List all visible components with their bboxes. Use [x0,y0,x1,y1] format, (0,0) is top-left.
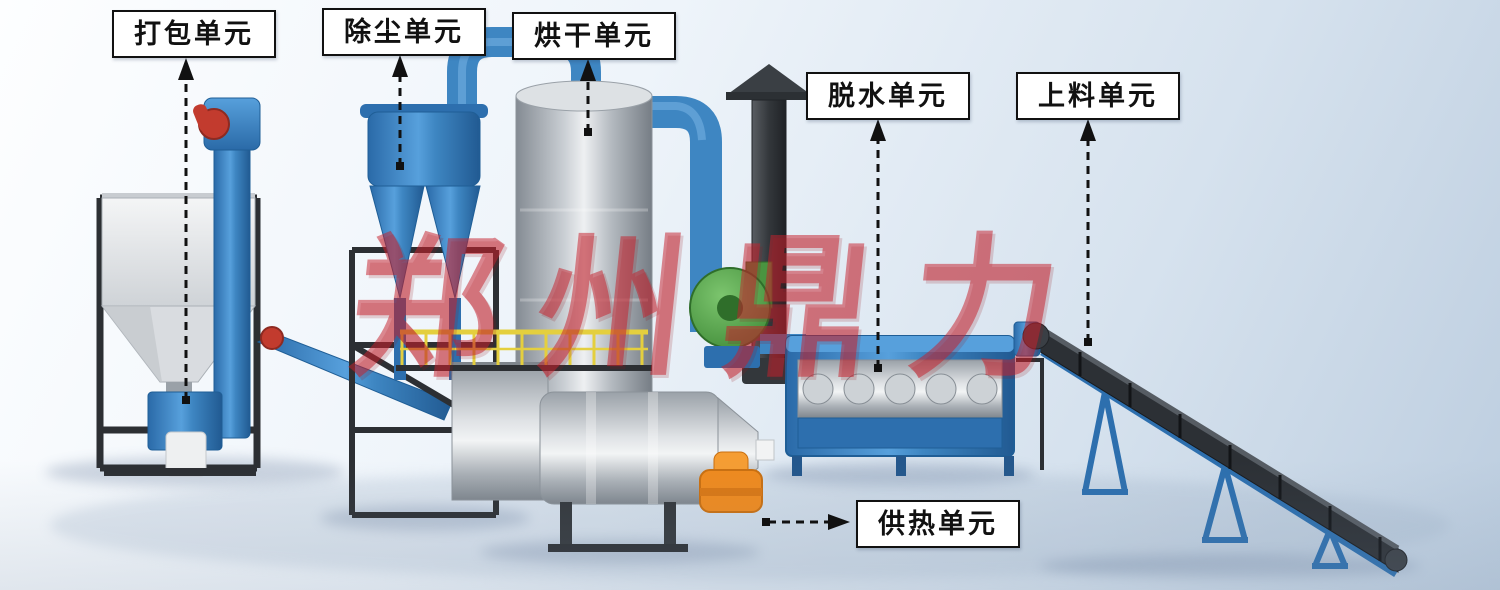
label-dewatering-unit: 脱水单元 [806,72,970,120]
feeding-conveyor-machine [1013,321,1420,578]
arrowhead-feeding [1080,119,1096,141]
floor-shadow [50,470,1450,580]
arrow-dot-drying [584,128,592,136]
arrow-dot-feeding [1084,338,1092,346]
arrow-dot-dust [396,162,404,170]
arrowhead-heating [828,514,850,530]
label-feeding-unit: 上料单元 [1016,72,1180,120]
arrowhead-drying [580,59,596,81]
label-drying-unit: 烘干单元 [512,12,676,60]
heating-unit-burner [699,451,763,513]
arrowhead-dust [392,55,408,77]
arrowhead-dewatering [870,119,886,141]
label-packing-unit: 打包单元 [112,10,276,58]
label-heating-unit: 供热单元 [856,500,1020,548]
arrowhead-packing [178,58,194,80]
label-dust-unit: 除尘单元 [322,8,486,56]
platform-railing [396,329,652,371]
arrow-dot-dewatering [874,364,882,372]
rotary-drum-machine [451,362,775,564]
dewatering-unit-machine [760,334,1044,486]
fan-machine [689,261,773,368]
arrow-dot-packing [182,396,190,404]
arrow-dot-heating [762,518,770,526]
